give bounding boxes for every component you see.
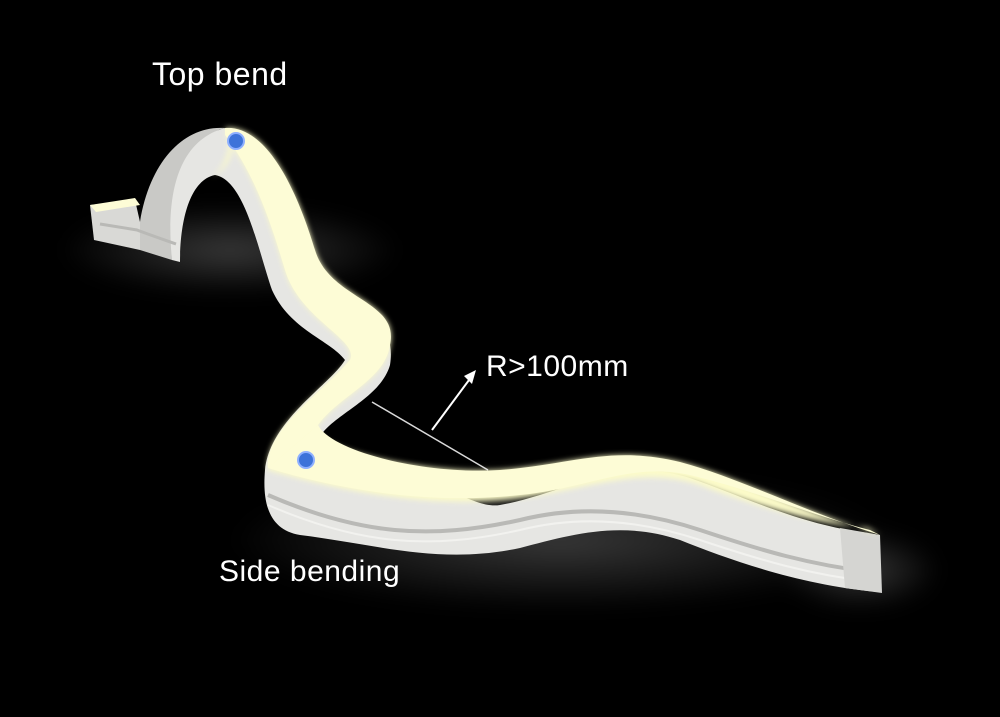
radius-arrow-head xyxy=(464,370,476,384)
side-bending-label: Side bending xyxy=(219,555,401,588)
top-bend-marker-dot xyxy=(227,132,245,150)
radius-annotation xyxy=(371,370,489,471)
radius-label: R>100mm xyxy=(486,350,629,383)
radius-line xyxy=(371,401,489,471)
neon-light-face xyxy=(90,127,880,535)
top-bend-label: Top bend xyxy=(152,56,288,92)
side-bending-marker-dot xyxy=(297,451,315,469)
radius-arrow-shaft xyxy=(431,375,473,431)
